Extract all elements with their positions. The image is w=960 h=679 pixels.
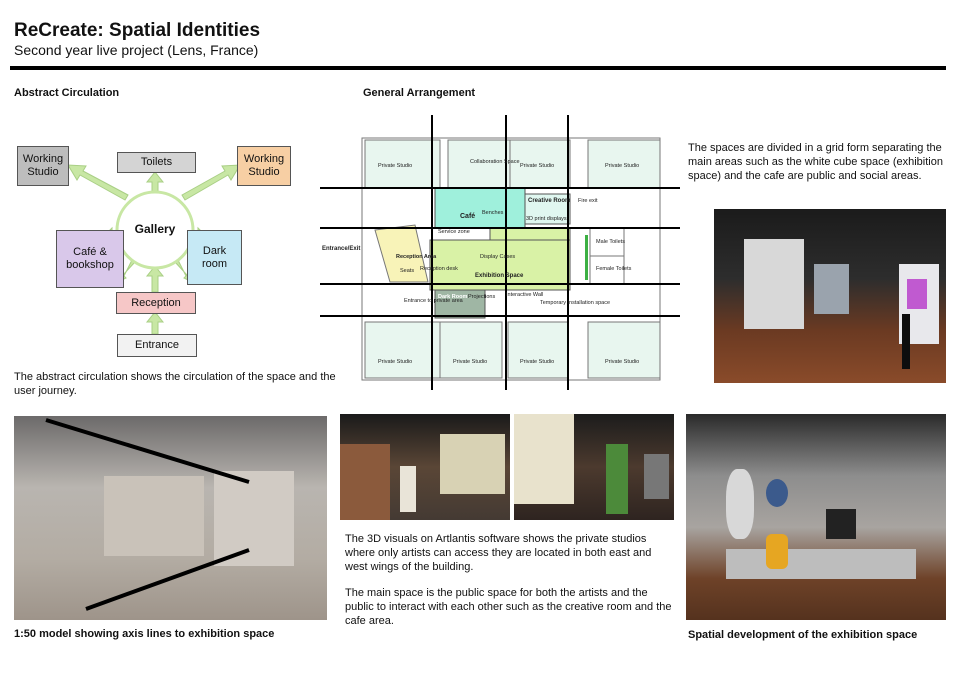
plan-label-entrance-exit: Entrance/Exit xyxy=(322,246,360,252)
visuals-description-2: The main space is the public space for b… xyxy=(345,587,672,627)
plan-label-private-studio-4: Private Studio xyxy=(378,359,412,365)
plan-label-print-displays: 3D print displays xyxy=(526,216,567,222)
plan-label-creative: Creative Room xyxy=(528,198,570,204)
plan-label-benches: Benches xyxy=(482,210,504,216)
render-corridor-image xyxy=(714,209,946,383)
plan-label-projections: Projections xyxy=(468,294,495,300)
render-studio-left-image xyxy=(340,414,510,520)
plan-label-fire-exit: Fire exit xyxy=(578,198,598,204)
visuals-description-1: The 3D visuals on Artlantis software sho… xyxy=(345,533,652,573)
plan-label-interactive-wall: Interactive Wall xyxy=(506,292,543,298)
working-studio-right-node: Working Studio xyxy=(237,146,291,186)
plan-label-private-studio-6: Private Studio xyxy=(520,359,554,365)
circulation-description: The abstract circulation shows the circu… xyxy=(14,371,336,397)
plan-label-private-studio-2: Private Studio xyxy=(520,163,554,169)
render-exhibition-image xyxy=(686,414,946,620)
model-photo-image xyxy=(14,416,327,620)
general-arrangement-plan: Private Studio Collaboration Space Priva… xyxy=(320,115,680,390)
spatial-caption: Spatial development of the exhibition sp… xyxy=(688,629,918,641)
page-subtitle: Second year live project (Lens, France) xyxy=(14,42,259,58)
plan-label-male-toilets: Male Toilets xyxy=(596,239,625,245)
grid-description: The spaces are divided in a grid form se… xyxy=(688,142,943,182)
toilets-node: Toilets xyxy=(117,152,196,173)
plan-label-seats: Seats xyxy=(400,268,414,274)
plan-label-private-studio-1: Private Studio xyxy=(378,163,412,169)
plan-label-display-cases: Display Cases xyxy=(480,254,515,260)
plan-label-cafe: Café xyxy=(460,213,475,220)
plan-label-reception-desk: Reception desk xyxy=(420,266,458,272)
circulation-arrows xyxy=(67,164,241,335)
model-caption: 1:50 model showing axis lines to exhibit… xyxy=(14,628,275,640)
plan-label-female-toilets: Female Toilets xyxy=(596,266,632,272)
plan-label-exhibition: Exhibition Space xyxy=(475,273,524,279)
plan-label-reception: Reception Area xyxy=(396,254,437,260)
general-arrangement-heading: General Arrangement xyxy=(363,87,476,99)
plan-label-service-zone: Service zone xyxy=(438,229,470,235)
dark-room-node: Dark room xyxy=(187,230,242,285)
abstract-circulation-heading: Abstract Circulation xyxy=(14,87,120,99)
plan-label-dark-room: Dark Room xyxy=(438,294,467,300)
plan-label-collab: Collaboration Space xyxy=(470,159,520,165)
plan-label-private-studio-3: Private Studio xyxy=(605,163,639,169)
page-title: ReCreate: Spatial Identities xyxy=(14,20,261,41)
working-studio-left-node: Working Studio xyxy=(17,146,69,186)
plan-label-private-studio-5: Private Studio xyxy=(453,359,487,365)
plan-label-private-studio-7: Private Studio xyxy=(605,359,639,365)
header-rule xyxy=(10,66,946,70)
cafe-bookshop-node: Café & bookshop xyxy=(56,230,124,288)
render-studio-right-image xyxy=(514,414,674,520)
plan-label-entrance-private: Entrance to private area xyxy=(404,298,464,304)
plan-label-temporary: Temporary Installation space xyxy=(540,300,610,306)
reception-node: Reception xyxy=(116,292,196,314)
gallery-node: Gallery xyxy=(134,221,176,236)
entrance-node: Entrance xyxy=(117,334,197,357)
